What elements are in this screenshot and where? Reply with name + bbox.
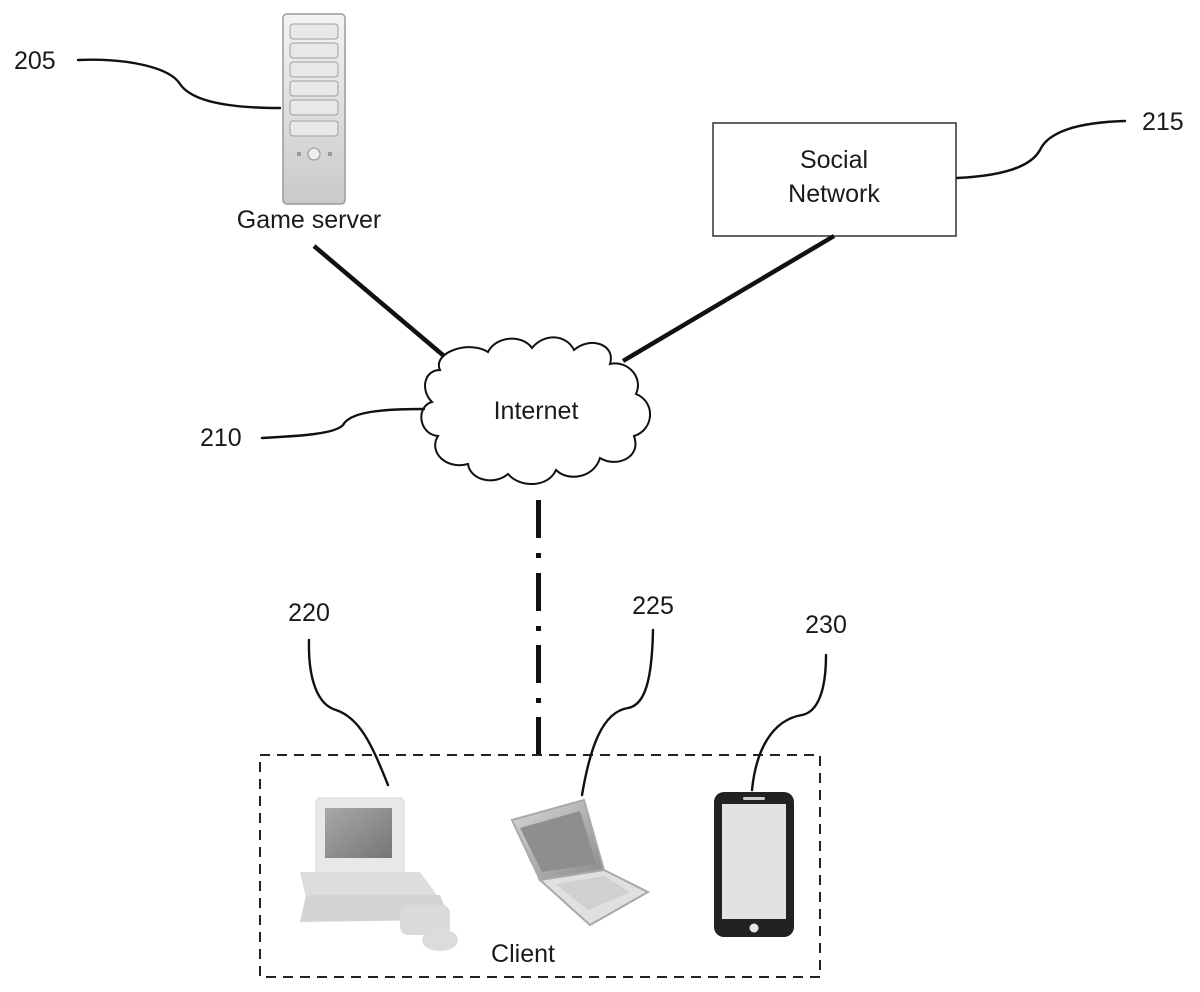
internet-ref-number: 210 (200, 424, 242, 452)
smartphone-device: 230 (714, 611, 847, 937)
game-server-leader-line (78, 60, 280, 108)
laptop-ref-number: 225 (632, 592, 674, 620)
social-network-label-line2: Network (788, 180, 880, 208)
social-network-node: Social Network 215 (713, 108, 1184, 236)
laptop-leader-line (582, 630, 653, 795)
smartphone-ref-number: 230 (805, 611, 847, 639)
laptop-device: 225 (512, 592, 674, 925)
game-server-ref-number: 205 (14, 47, 56, 75)
link-internet-client-dashdot (536, 500, 541, 755)
laptop-icon (512, 800, 648, 925)
social-network-ref-number: 215 (1142, 108, 1184, 136)
game-server-label: Game server (237, 206, 381, 234)
game-server-node: Game server 205 (14, 14, 381, 234)
desktop-leader-line (309, 640, 388, 785)
internet-node: Internet 210 (200, 337, 650, 484)
smartphone-icon (714, 792, 794, 937)
server-tower-icon (283, 14, 345, 204)
internet-leader-line (262, 409, 424, 438)
client-label: Client (491, 940, 555, 968)
social-network-leader-line (957, 121, 1125, 178)
client-group: Client 220 225 (260, 592, 847, 977)
desktop-ref-number: 220 (288, 599, 330, 627)
desktop-device: 220 (288, 599, 458, 951)
link-game-server-internet (314, 246, 444, 356)
smartphone-leader-line (752, 655, 826, 790)
desktop-computer-icon (300, 798, 458, 951)
social-network-label-line1: Social (800, 146, 868, 174)
link-social-network-internet (623, 236, 834, 361)
internet-label: Internet (494, 397, 579, 425)
